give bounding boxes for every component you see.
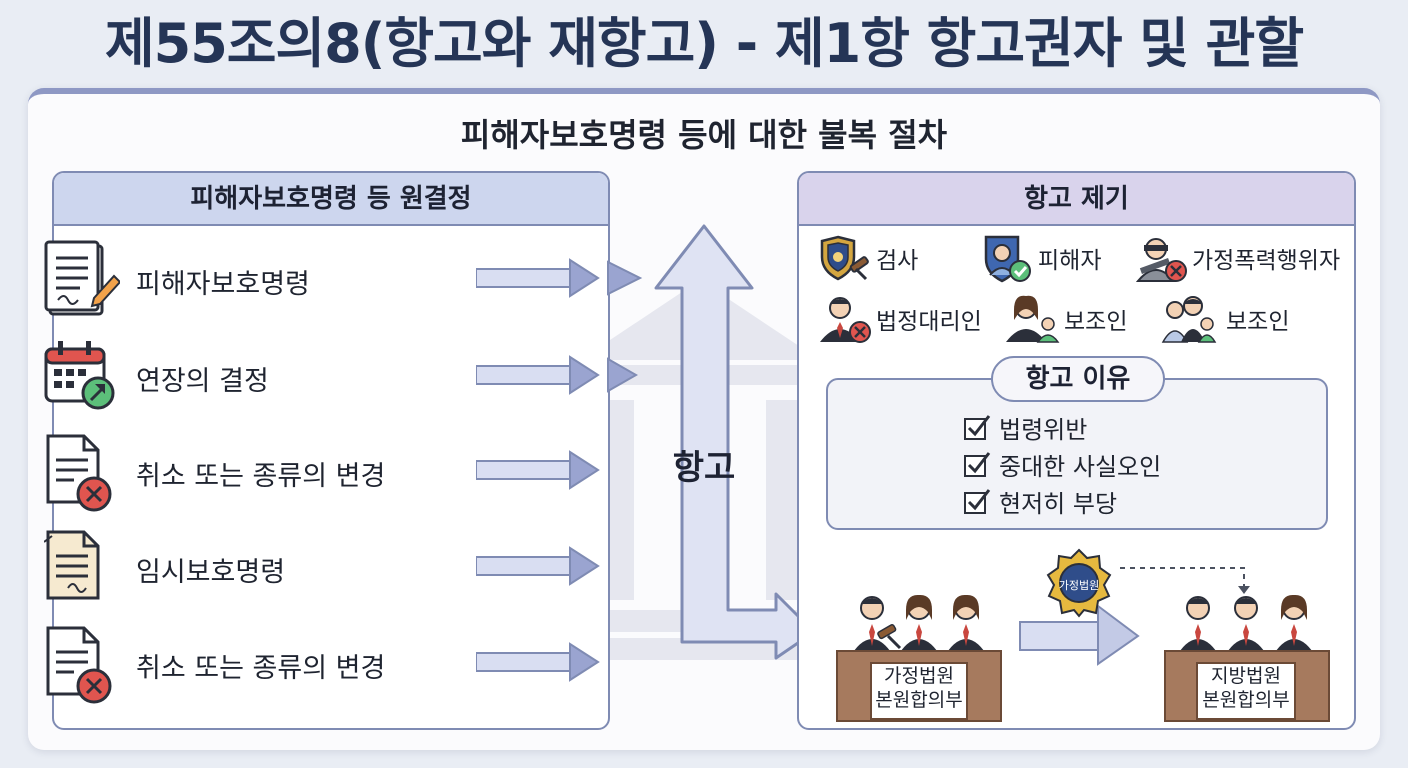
family-court-label: 가정법원 본원합의부 bbox=[870, 662, 968, 720]
appeal-reasons-title: 항고 이유 bbox=[991, 356, 1165, 402]
appeal-reason-label: 중대한 사실오인 bbox=[999, 452, 1162, 481]
appellant-legal-representative: 법정대리인 bbox=[818, 294, 982, 344]
diagram-subtitle: 피해자보호명령 등에 대한 불복 절차 bbox=[460, 116, 948, 154]
signed-document-icon bbox=[44, 240, 120, 316]
victim-shield-icon bbox=[984, 235, 1031, 283]
appellant-label: 보조인 bbox=[1064, 309, 1128, 335]
dashed-connector-arrow bbox=[1120, 567, 1250, 594]
appeal-flow-arrow bbox=[654, 224, 816, 660]
original-item-label: 임시보호명령 bbox=[136, 557, 286, 588]
original-item-temporary-order: 임시보호명령 bbox=[44, 528, 600, 614]
document-cancel-icon bbox=[46, 626, 112, 704]
appellant-prosecutor: 검사 bbox=[818, 233, 918, 283]
temporary-document-icon bbox=[44, 530, 100, 600]
original-item-protection-order: 피해자보호명령 bbox=[44, 240, 600, 326]
appellant-assistant-2: 보조인 bbox=[1154, 294, 1289, 344]
district-court-division: 본원합의부 bbox=[1202, 689, 1290, 711]
original-decision-panel: 피해자보호명령 등 원결정 bbox=[52, 171, 610, 730]
prosecutor-badge-icon bbox=[820, 235, 869, 281]
page-title: 제55조의8(항고와 재항고) - 제1항 항고권자 및 관할 bbox=[104, 12, 1304, 75]
appeal-reason-item: 중대한 사실오인 bbox=[963, 447, 1161, 481]
appellant-offender: 가정폭력행위자 bbox=[1134, 233, 1340, 283]
appellant-label: 가정폭력행위자 bbox=[1192, 248, 1341, 274]
assistant-group-icon bbox=[1161, 296, 1217, 343]
checkbox-checked-icon bbox=[964, 415, 991, 440]
family-court-judges-icon bbox=[848, 594, 990, 660]
appeal-reason-label: 법령위반 bbox=[999, 415, 1088, 444]
appeal-label: 항고 bbox=[672, 448, 736, 488]
flow-arrow-icon bbox=[476, 258, 600, 298]
entry-arrow-icon bbox=[607, 357, 639, 393]
appeal-reason-item: 현저히 부당 bbox=[963, 484, 1117, 518]
transfer-arrow-icon bbox=[1019, 604, 1140, 666]
court-emblem-icon: 가정법원 bbox=[1046, 548, 1112, 618]
offender-icon bbox=[1135, 238, 1187, 282]
appeal-filing-header: 항고 제기 bbox=[799, 173, 1354, 226]
court-emblem-text: 가정법원 bbox=[1059, 579, 1099, 592]
family-court-name: 가정법원 bbox=[884, 665, 954, 687]
district-court-label: 지방법원 본원합의부 bbox=[1196, 662, 1296, 720]
flow-arrow-icon bbox=[476, 450, 600, 490]
original-item-extension: 연장의 결정 bbox=[44, 337, 600, 423]
district-court-name: 지방법원 bbox=[1211, 665, 1281, 687]
appellant-victim: 피해자 bbox=[980, 233, 1101, 283]
flow-arrow-icon bbox=[476, 546, 600, 586]
appeal-reason-item: 법령위반 bbox=[963, 410, 1087, 444]
calendar-extend-icon bbox=[44, 341, 115, 410]
appellant-label: 검사 bbox=[876, 248, 919, 274]
appeal-reason-label: 현저히 부당 bbox=[999, 489, 1118, 518]
original-item-label: 취소 또는 종류의 변경 bbox=[136, 653, 386, 684]
appellant-assistant-1: 보조인 bbox=[1006, 294, 1127, 344]
entry-arrow-icon bbox=[607, 260, 643, 296]
checkbox-checked-icon bbox=[964, 489, 991, 514]
original-item-label: 연장의 결정 bbox=[136, 366, 269, 397]
assistant-icon bbox=[1006, 295, 1060, 343]
flow-arrow-icon bbox=[476, 642, 600, 682]
original-item-label: 취소 또는 종류의 변경 bbox=[136, 461, 386, 492]
checkbox-checked-icon bbox=[964, 452, 991, 477]
flow-arrow-icon bbox=[476, 355, 600, 395]
original-decision-header: 피해자보호명령 등 원결정 bbox=[54, 173, 608, 226]
legal-representative-icon bbox=[820, 297, 871, 343]
appellant-label: 피해자 bbox=[1038, 248, 1102, 274]
original-item-revoke-change-1: 취소 또는 종류의 변경 bbox=[44, 432, 600, 518]
original-item-label: 피해자보호명령 bbox=[136, 269, 310, 300]
original-item-revoke-change-2: 취소 또는 종류의 변경 bbox=[44, 624, 600, 710]
document-cancel-icon bbox=[46, 434, 112, 512]
appellant-label: 보조인 bbox=[1226, 309, 1290, 335]
family-court-division: 본원합의부 bbox=[875, 689, 963, 711]
appellant-label: 법정대리인 bbox=[876, 309, 982, 335]
